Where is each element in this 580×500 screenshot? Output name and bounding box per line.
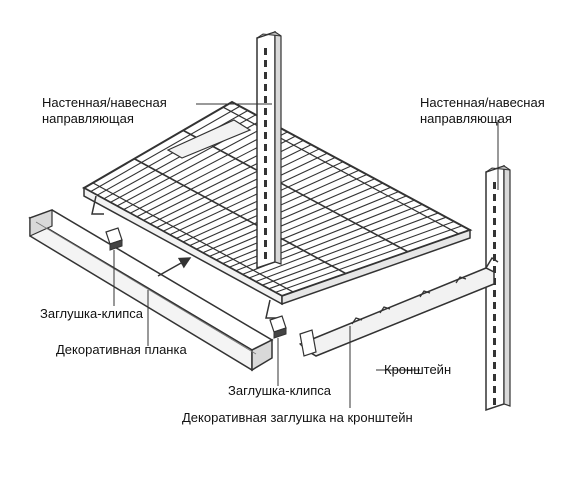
label-wall-rail-right: Настенная/навесная направляющая: [420, 95, 545, 126]
decorative-front-bar: [28, 209, 274, 372]
leader-lines: [113, 103, 499, 408]
bracket: [298, 256, 499, 357]
assembly-arrow: [157, 257, 192, 277]
label-decorative-bar: Декоративная планка: [56, 342, 187, 357]
label-bracket-end-cap: Декоративная заглушка на кронштейн: [182, 410, 413, 425]
wall-rail-right: [485, 164, 511, 412]
wall-rail-center: [256, 30, 282, 270]
label-wall-rail-left: Настенная/навесная направляющая: [42, 95, 167, 126]
label-clip-plug-right: Заглушка-клипса: [228, 383, 332, 398]
label-bracket: Кронштейн: [384, 362, 452, 377]
clip-plug-left: [105, 227, 123, 251]
clip-plug-right: [269, 315, 287, 339]
label-clip-plug-left: Заглушка-клипса: [40, 306, 144, 321]
